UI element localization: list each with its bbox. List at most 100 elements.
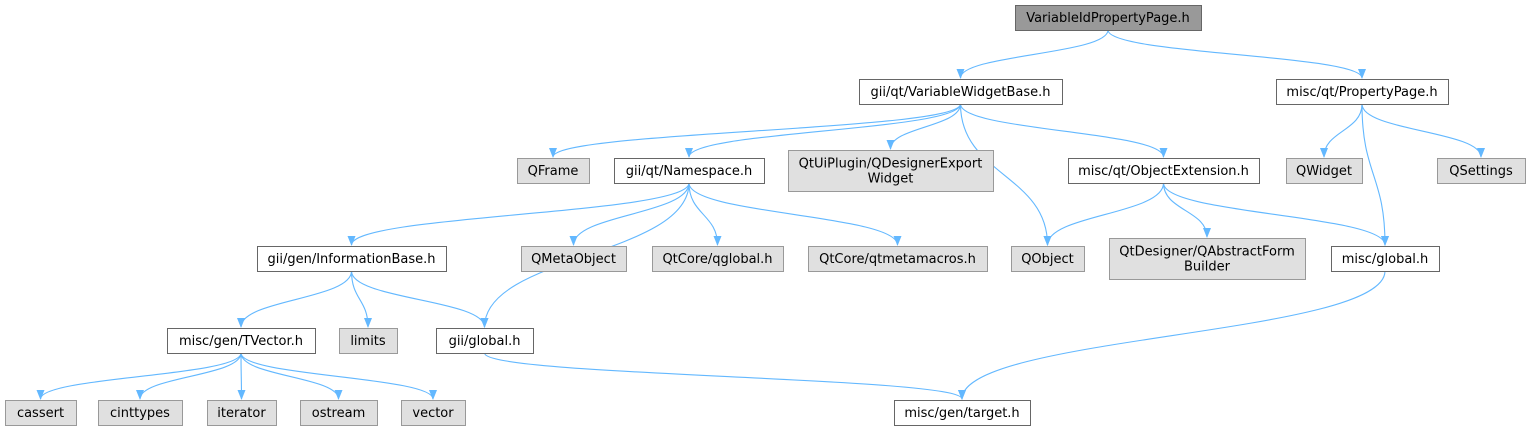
node-qtmetamacros-box [808, 246, 988, 272]
node-target[interactable]: misc/gen/target.h [894, 400, 1031, 426]
node-ostream: ostream [300, 400, 378, 426]
edge-giiglobal-to-target [483, 352, 966, 400]
node-vector: vector [401, 400, 466, 426]
node-miscglobal-box [1331, 246, 1440, 272]
node-iterator-label-0: iterator [217, 406, 266, 421]
edge-informationbase-to-limits [350, 270, 372, 328]
node-qabstractformbuilder-label-0: QtDesigner/QAbstractForm [1119, 245, 1295, 260]
edge-informationbase-to-tvector [237, 270, 353, 328]
node-qframe-box [517, 158, 590, 184]
node-vector-box [401, 400, 466, 426]
node-tvector-label-0: misc/gen/TVector.h [179, 334, 303, 349]
edge-variablewidgetbase-to-qframe [549, 103, 962, 158]
node-cinttypes-box [98, 400, 183, 426]
edge-namespace-to-qmetaobject [569, 182, 690, 246]
node-qglobal-box [652, 246, 784, 272]
node-objectextension-box [1068, 158, 1260, 184]
edge-root-to-variablewidgetbase [956, 29, 1109, 79]
node-qdesignerexport-box [788, 150, 994, 192]
edge-propertypage-to-qsettings [1361, 103, 1485, 158]
node-informationbase[interactable]: gii/gen/InformationBase.h [257, 246, 447, 272]
edge-propertypage-to-miscglobal [1361, 103, 1389, 246]
node-qtmetamacros: QtCore/qtmetamacros.h [808, 246, 988, 272]
node-qglobal: QtCore/qglobal.h [652, 246, 784, 272]
node-propertypage-box [1276, 79, 1449, 105]
node-qsettings: QSettings [1437, 158, 1526, 184]
node-qobject-label-0: QObject [1021, 252, 1074, 267]
node-cassert: cassert [5, 400, 77, 426]
node-limits: limits [339, 328, 398, 354]
node-cinttypes: cinttypes [98, 400, 183, 426]
node-cassert-label-0: cassert [17, 406, 64, 421]
node-limits-label-0: limits [350, 334, 386, 349]
node-qdesignerexport-label-1: Widget [868, 172, 914, 187]
edge-tvector-to-ostream [240, 352, 343, 400]
node-objectextension[interactable]: misc/qt/ObjectExtension.h [1068, 158, 1260, 184]
node-root-label-0: VariableIdPropertyPage.h [1026, 11, 1190, 26]
node-qwidget: QWidget [1286, 158, 1363, 184]
edge-tvector-to-iterator [237, 352, 246, 400]
edge-namespace-to-qtmetamacros [688, 182, 902, 246]
node-qobject: QObject [1011, 246, 1085, 272]
node-miscglobal-label-0: misc/global.h [1342, 252, 1429, 267]
edge-tvector-to-cassert [36, 352, 242, 400]
node-variablewidgetbase-box [859, 79, 1063, 105]
edges-layer [36, 29, 1485, 400]
node-tvector-box [167, 328, 316, 354]
node-namespace-label-0: gii/qt/Namespace.h [626, 164, 752, 179]
node-qwidget-box [1286, 158, 1363, 184]
edge-variablewidgetbase-to-qdesignerexport [886, 103, 962, 150]
node-qframe: QFrame [517, 158, 590, 184]
node-target-label-0: misc/gen/target.h [904, 406, 1019, 421]
node-iterator: iterator [207, 400, 277, 426]
edge-variablewidgetbase-to-objectextension [959, 103, 1168, 158]
node-root[interactable]: VariableIdPropertyPage.h [1015, 5, 1202, 31]
node-target-box [894, 400, 1031, 426]
node-qobject-box [1011, 246, 1085, 272]
node-cassert-box [5, 400, 77, 426]
node-limits-box [339, 328, 398, 354]
node-tvector[interactable]: misc/gen/TVector.h [167, 328, 316, 354]
node-qsettings-label-0: QSettings [1449, 164, 1513, 179]
node-qsettings-box [1437, 158, 1526, 184]
nodes-layer: VariableIdPropertyPage.h gii/qt/VariableW… [5, 5, 1526, 426]
edge-tvector-to-cinttypes [136, 352, 242, 400]
node-giiglobal-label-0: gii/global.h [449, 334, 521, 349]
node-qwidget-label-0: QWidget [1296, 164, 1352, 179]
node-ostream-box [300, 400, 378, 426]
node-propertypage-label-0: misc/qt/PropertyPage.h [1286, 85, 1437, 100]
edge-informationbase-to-giiglobal [350, 270, 489, 328]
edge-objectextension-to-qobject [1043, 182, 1165, 246]
node-variablewidgetbase-label-0: gii/qt/VariableWidgetBase.h [870, 85, 1050, 100]
node-qmetaobject-label-0: QMetaObject [531, 252, 616, 267]
edge-propertypage-to-qwidget [1320, 103, 1363, 158]
node-giiglobal[interactable]: gii/global.h [436, 328, 534, 354]
node-informationbase-box [257, 246, 447, 272]
edge-namespace-to-informationbase [347, 182, 690, 246]
node-qabstractformbuilder-label-1: Builder [1184, 260, 1231, 275]
node-miscglobal[interactable]: misc/global.h [1331, 246, 1440, 272]
edge-variablewidgetbase-to-namespace [685, 103, 962, 158]
node-vector-label-0: vector [412, 406, 454, 421]
node-giiglobal-box [436, 328, 534, 354]
edge-objectextension-to-miscglobal [1162, 182, 1389, 246]
node-iterator-box [207, 400, 277, 426]
node-qmetaobject-box [521, 246, 627, 272]
node-qtmetamacros-label-0: QtCore/qtmetamacros.h [819, 252, 976, 267]
edge-variablewidgetbase-to-qobject [959, 103, 1052, 246]
edge-root-to-propertypage [1107, 29, 1366, 79]
node-objectextension-label-0: misc/qt/ObjectExtension.h [1078, 164, 1249, 179]
node-informationbase-label-0: gii/gen/InformationBase.h [267, 252, 435, 267]
node-namespace[interactable]: gii/qt/Namespace.h [614, 158, 765, 184]
edge-tvector-to-vector [240, 352, 437, 400]
edge-namespace-to-qglobal [688, 182, 722, 246]
edge-objectextension-to-qabstractformbuilder [1162, 182, 1211, 238]
node-qabstractformbuilder-box [1109, 238, 1306, 280]
node-propertypage[interactable]: misc/qt/PropertyPage.h [1276, 79, 1449, 105]
node-namespace-box [614, 158, 765, 184]
node-cinttypes-label-0: cinttypes [110, 406, 170, 421]
node-variablewidgetbase[interactable]: gii/qt/VariableWidgetBase.h [859, 79, 1063, 105]
